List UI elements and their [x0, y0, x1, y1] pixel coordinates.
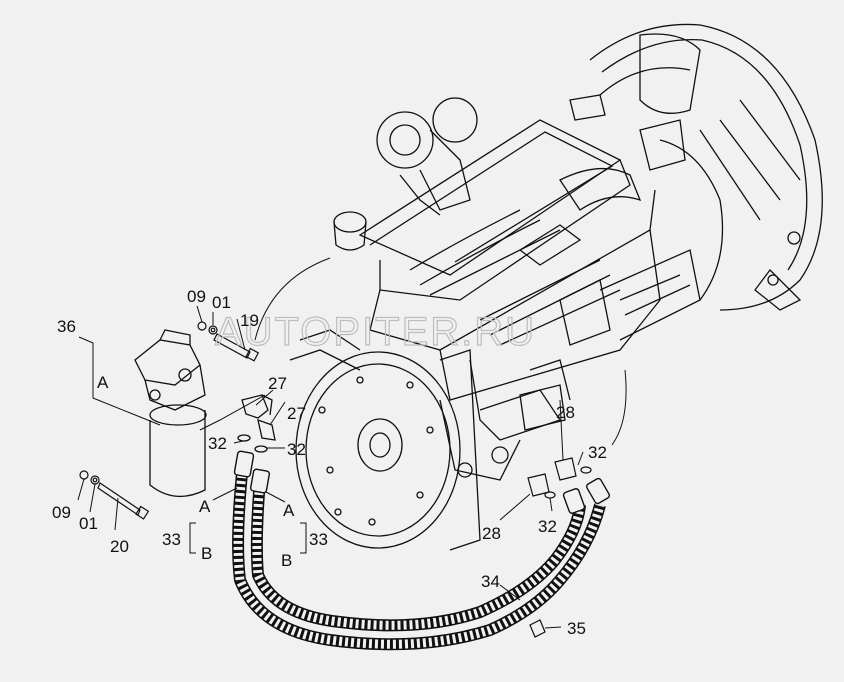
- callout-32-right-lower: 32: [538, 517, 557, 536]
- oil-hoses: [232, 450, 611, 651]
- callout-27-lower: 27: [287, 404, 306, 423]
- oil-filter-assembly: [134, 329, 207, 497]
- callout-labels: 36 09 01 19 27 27 32 32 09 01 20 33 33 2…: [52, 287, 607, 638]
- callout-20: 20: [110, 537, 129, 556]
- callout-28-upper: 28: [556, 403, 575, 422]
- callout-28-lower: 28: [482, 524, 501, 543]
- callout-09-upper: 09: [187, 287, 206, 306]
- callout-32-mid: 32: [287, 440, 306, 459]
- callout-34: 34: [481, 572, 500, 591]
- callout-36: 36: [57, 317, 76, 336]
- callout-01-lower: 01: [79, 514, 98, 533]
- callout-09-lower: 09: [52, 503, 71, 522]
- engine-block: [289, 94, 701, 481]
- callout-33-right: 33: [309, 530, 328, 549]
- callout-35: 35: [567, 619, 586, 638]
- callout-27-upper: 27: [268, 374, 287, 393]
- callout-32-right-upper: 32: [588, 443, 607, 462]
- callout-33-left: 33: [162, 530, 181, 549]
- callout-19: 19: [240, 311, 259, 330]
- flywheel: [295, 349, 481, 551]
- letter-b-left: B: [201, 544, 212, 563]
- letter-a-left: A: [199, 497, 211, 516]
- leader-lines: [77, 257, 627, 629]
- callout-01-upper: 01: [212, 293, 231, 312]
- letter-a-right: A: [283, 501, 295, 520]
- callout-32-left: 32: [208, 434, 227, 453]
- bolts-and-washers: [79, 321, 260, 520]
- watermark-text: AUTOPITER.RU: [215, 310, 536, 354]
- connection-letters: A A B A B: [97, 373, 295, 570]
- letter-a-filter: A: [97, 373, 109, 392]
- letter-b-right: B: [281, 551, 292, 570]
